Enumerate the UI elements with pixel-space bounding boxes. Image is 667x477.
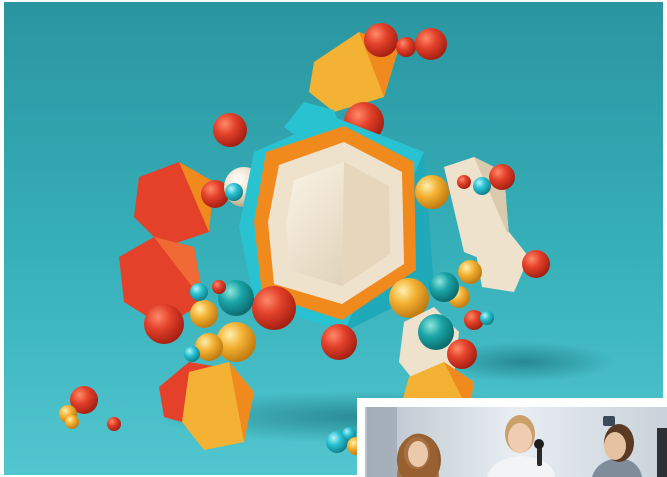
right-arm — [429, 157, 550, 330]
molecule-sculpture-render — [4, 2, 663, 475]
person-center — [487, 415, 555, 477]
central-hexagon — [254, 126, 416, 320]
person-left — [397, 433, 441, 477]
top-arm — [213, 23, 447, 147]
person-right — [592, 416, 642, 477]
ground-shadow-right — [434, 342, 614, 382]
hexagon-ring-balls — [184, 175, 449, 362]
lower-left-leg — [159, 362, 254, 450]
inset-photo-panel — [357, 398, 667, 477]
left-cluster — [119, 162, 264, 344]
